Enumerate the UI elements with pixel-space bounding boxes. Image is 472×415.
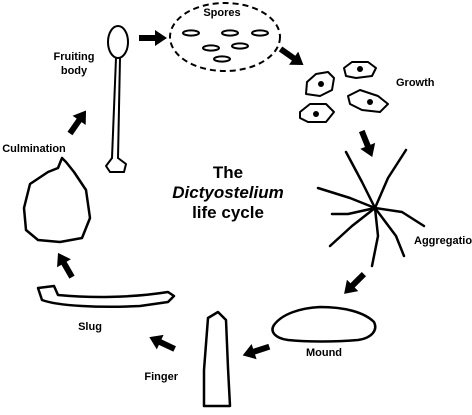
finger-stage: Finger: [144, 310, 232, 408]
arrow-aggregation-to-mound: [344, 271, 367, 294]
label-spores: Spores: [203, 7, 240, 19]
amoeba-cell: [343, 61, 377, 79]
cell-nucleus: [367, 99, 373, 105]
label-slug: Slug: [78, 321, 102, 333]
arrow-fruiting-to-spores: [139, 30, 167, 46]
arrow-slug-to-culmination: [57, 252, 75, 279]
culmination-shape: [22, 156, 92, 244]
cycle-arrows: [57, 30, 376, 360]
arrow-growth-to-aggregation: [358, 129, 376, 157]
label-growth: Growth: [396, 77, 435, 89]
sorus: [107, 25, 129, 59]
amoeba-cell: [305, 71, 335, 97]
label-finger: Finger: [144, 371, 178, 383]
arrow-finger-to-slug: [149, 334, 176, 352]
amoeba-cell: [299, 103, 335, 123]
stalk: [111, 57, 121, 159]
fruiting-body-stage: Fruiting body: [54, 25, 129, 173]
spore: [231, 42, 249, 50]
arrow-spores-to-growth: [278, 46, 304, 66]
label-fruiting-body-line-1: Fruiting: [54, 51, 95, 63]
cell-nucleus: [313, 111, 319, 117]
arrow-mound-to-finger: [242, 343, 271, 360]
mound-stage: Mound: [271, 305, 377, 359]
basal-disc: [105, 157, 127, 173]
label-mound: Mound: [306, 347, 342, 359]
finger-shape: [202, 310, 232, 408]
spore: [182, 29, 200, 37]
spore-cells: [182, 29, 269, 63]
spores-stage: Spores: [169, 2, 281, 72]
aggregation-stage: Aggregation: [316, 148, 472, 268]
aggregation-streams: [316, 148, 426, 268]
slug-shape: [36, 284, 176, 308]
spore: [213, 55, 231, 63]
spore: [221, 29, 239, 37]
growth-stage: Growth: [299, 61, 435, 123]
culmination-stage: Culmination: [2, 143, 92, 244]
cell-nucleus: [318, 81, 324, 87]
label-fruiting-body-line-2: body: [61, 65, 88, 77]
spores-outline: [169, 2, 281, 72]
label-culmination: Culmination: [2, 143, 66, 155]
slug-stage: Slug: [36, 284, 176, 333]
title-line-2: Dictyostelium: [172, 183, 283, 202]
spore: [202, 44, 220, 52]
title-line-1: The: [213, 163, 243, 182]
cell-nucleus: [357, 66, 363, 72]
spore: [251, 29, 269, 37]
arrow-culmination-to-fruiting: [67, 110, 87, 136]
label-aggregation: Aggregation: [414, 235, 472, 247]
mound-shape: [271, 305, 377, 343]
title-line-3: life cycle: [192, 203, 264, 222]
amoeba-cell: [347, 89, 389, 113]
